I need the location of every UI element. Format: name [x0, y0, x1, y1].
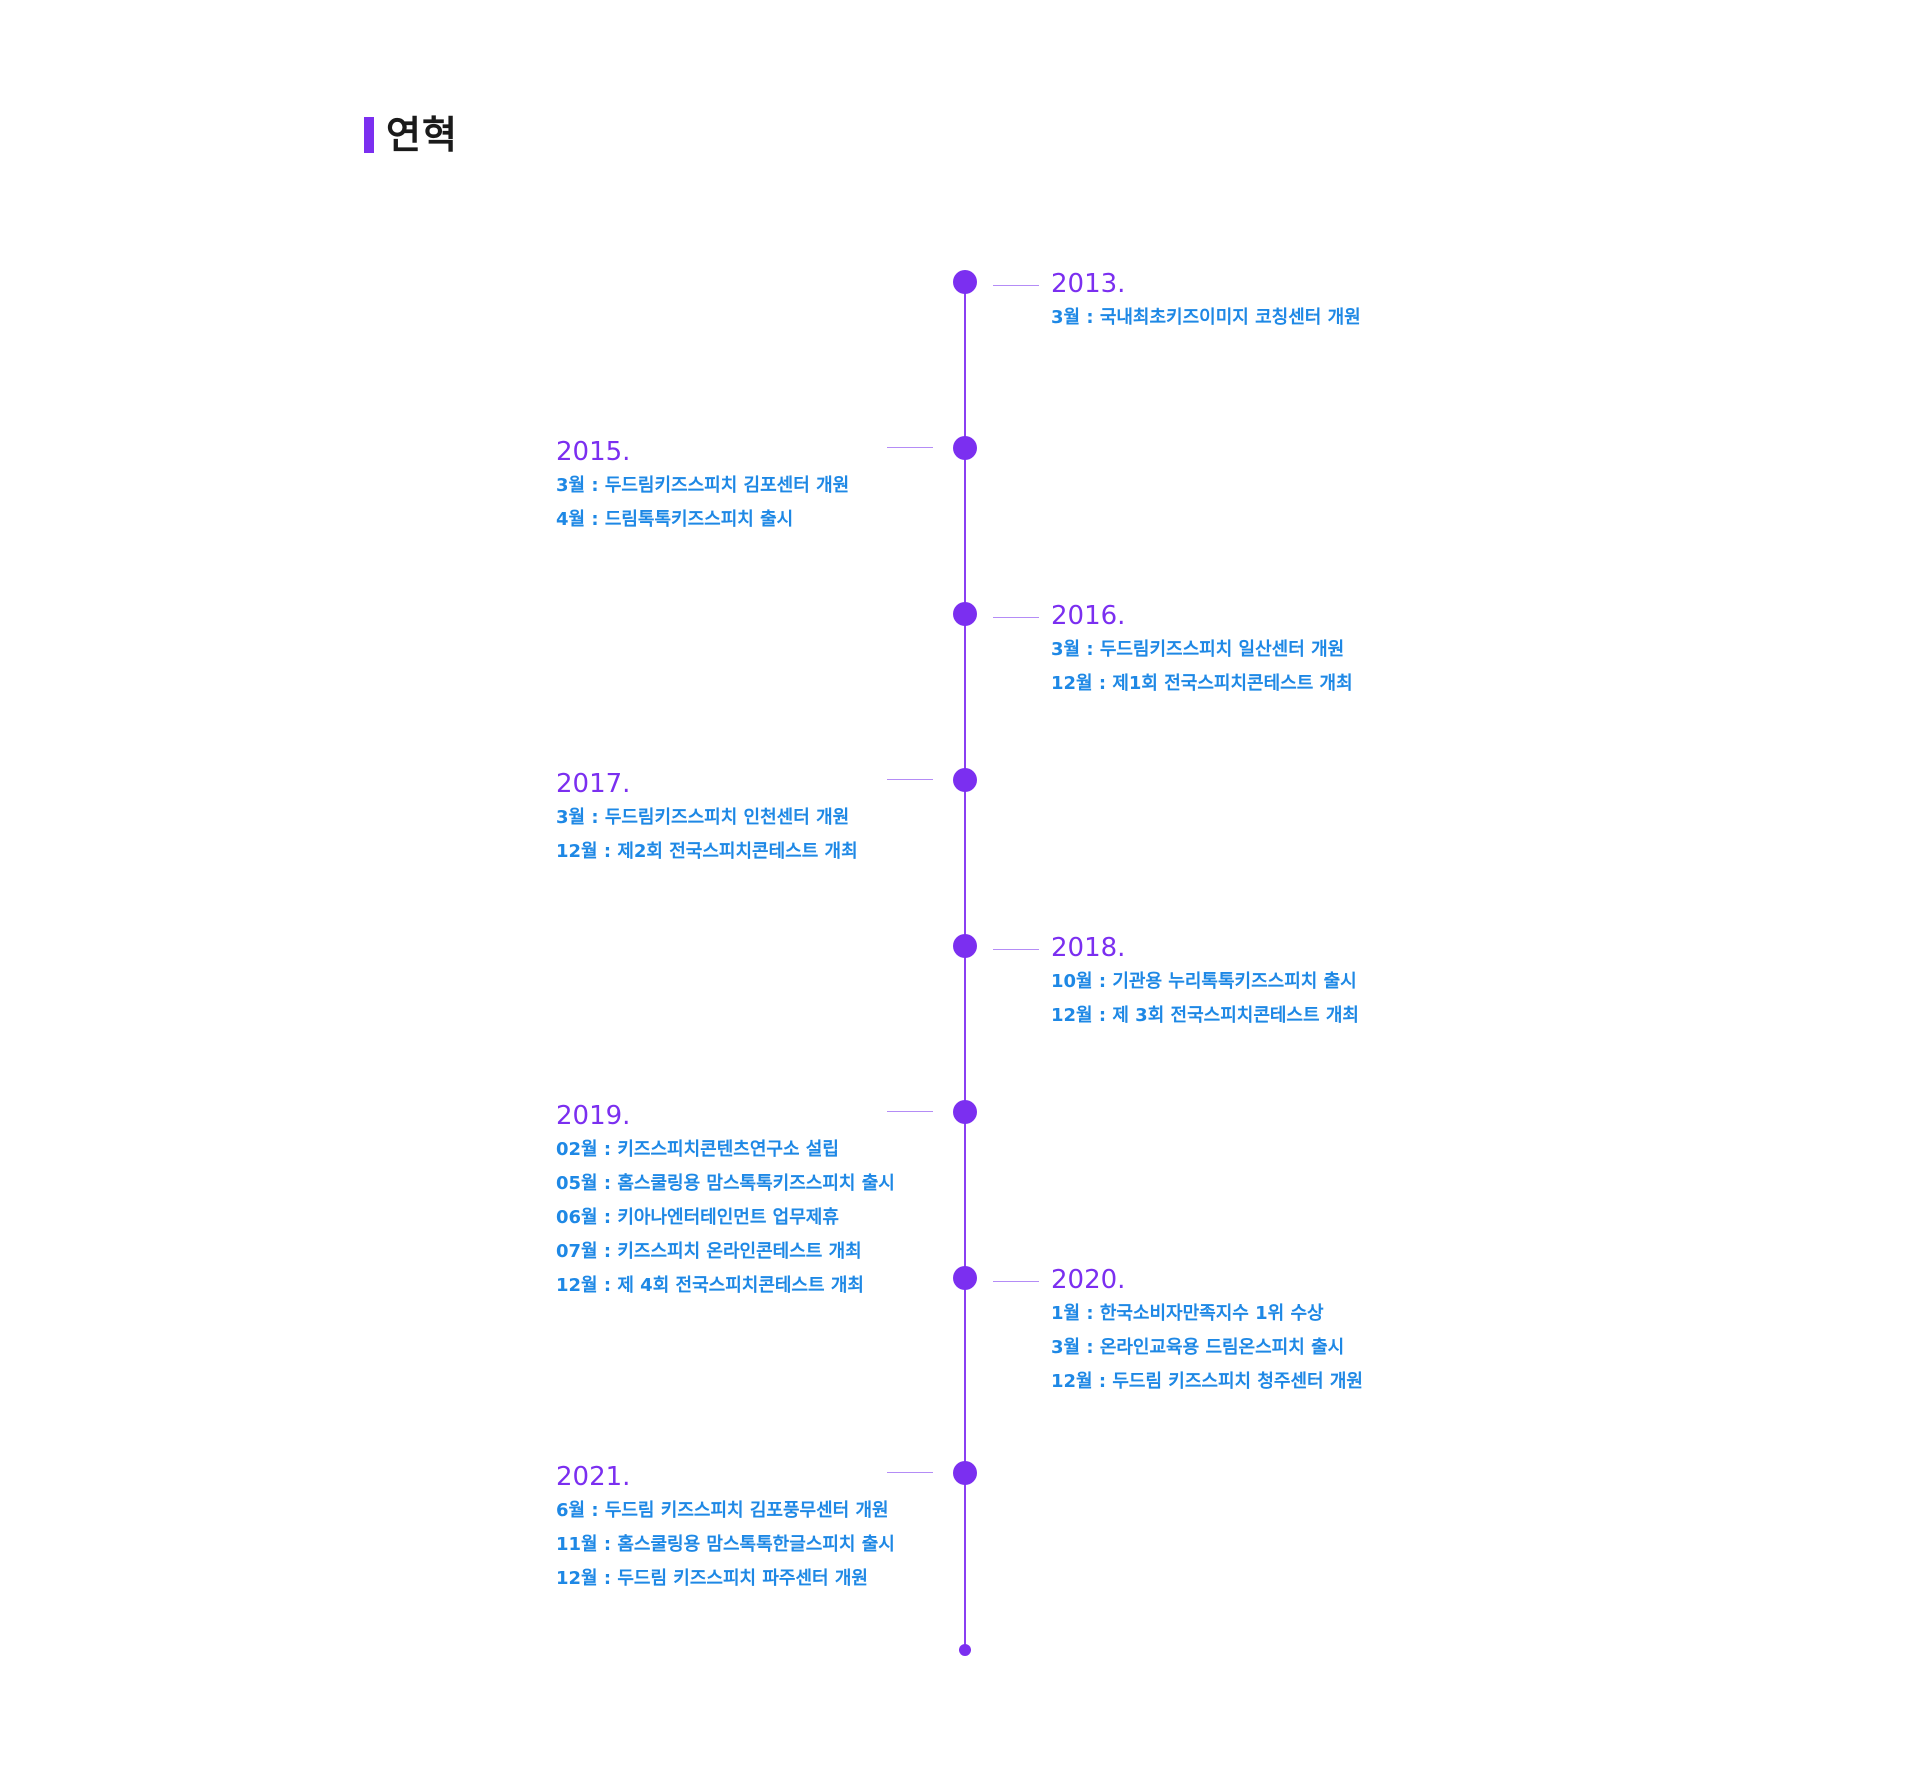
timeline-event: 3월 : 두드림키즈스피치 인천센터 개원 [556, 807, 850, 828]
timeline-node [953, 270, 977, 294]
timeline-connector [993, 285, 1039, 286]
timeline-entry: 2018. 10월 : 기관용 누리톡톡키즈스피치 출시 12월 : 제 3회 전국… [1051, 933, 1359, 1033]
timeline-entry: 2019. 02월 : 키즈스피치콘텐츠연구소 설립 05월 : 홈스쿨링용 맘스톡… [556, 1101, 895, 1303]
timeline-event: 6월 : 두드림 키즈스피치 김포풍무센터 개원 [556, 1500, 889, 1521]
timeline-event: 12월 : 제 3회 전국스피치콘테스트 개최 [1051, 1005, 1359, 1026]
timeline-event: 12월 : 두드림 키즈스피치 청주센터 개원 [1051, 1371, 1363, 1392]
timeline-year: 2016. [1051, 601, 1126, 631]
timeline-node [953, 1461, 977, 1485]
timeline-node [953, 436, 977, 460]
section-heading: 연혁 [364, 112, 458, 158]
timeline-node [953, 934, 977, 958]
timeline-node [953, 768, 977, 792]
timeline-event: 11월 : 홈스쿨링용 맘스톡톡한글스피치 출시 [556, 1534, 895, 1555]
timeline-entry: 2015. 3월 : 두드림키즈스피치 김포센터 개원 4월 : 드림톡톡키즈스피치… [556, 437, 849, 537]
timeline-event: 1월 : 한국소비자만족지수 1위 수상 [1051, 1303, 1324, 1324]
timeline-year: 2015. [556, 437, 631, 467]
timeline-year: 2019. [556, 1101, 631, 1131]
timeline-entry: 2017. 3월 : 두드림키즈스피치 인천센터 개원 12월 : 제2회 전국스피… [556, 769, 858, 869]
timeline-year: 2020. [1051, 1265, 1126, 1295]
timeline-connector [993, 949, 1039, 950]
timeline-axis [964, 282, 966, 1652]
timeline-event: 12월 : 제2회 전국스피치콘테스트 개최 [556, 841, 858, 862]
timeline-node [953, 1100, 977, 1124]
timeline-year: 2017. [556, 769, 631, 799]
timeline-connector [993, 1281, 1039, 1282]
timeline-year: 2021. [556, 1462, 631, 1492]
timeline-node [953, 1266, 977, 1290]
timeline-event: 12월 : 제 4회 전국스피치콘테스트 개최 [556, 1275, 864, 1296]
section-title: 연혁 [386, 113, 458, 157]
timeline-event: 3월 : 국내최초키즈이미지 코칭센터 개원 [1051, 307, 1361, 328]
timeline-connector [887, 779, 933, 780]
timeline-event: 12월 : 두드림 키즈스피치 파주센터 개원 [556, 1568, 868, 1589]
timeline-event: 05월 : 홈스쿨링용 맘스톡톡키즈스피치 출시 [556, 1173, 895, 1194]
timeline-connector [887, 1472, 933, 1473]
timeline-connector [887, 1111, 933, 1112]
timeline-event: 06월 : 키아나엔터테인먼트 업무제휴 [556, 1207, 839, 1228]
timeline-entry: 2013. 3월 : 국내최초키즈이미지 코칭센터 개원 [1051, 269, 1361, 335]
timeline-entry: 2016. 3월 : 두드림키즈스피치 일산센터 개원 12월 : 제1회 전국스피… [1051, 601, 1353, 701]
timeline-connector [887, 447, 933, 448]
timeline-event: 3월 : 두드림키즈스피치 김포센터 개원 [556, 475, 850, 496]
timeline-node [953, 602, 977, 626]
timeline-event: 02월 : 키즈스피치콘텐츠연구소 설립 [556, 1139, 839, 1160]
timeline-entry: 2021. 6월 : 두드림 키즈스피치 김포풍무센터 개원 11월 : 홈스쿨링용… [556, 1462, 895, 1596]
timeline-event: 10월 : 기관용 누리톡톡키즈스피치 출시 [1051, 971, 1357, 992]
heading-accent-bar [364, 117, 374, 153]
timeline-year: 2013. [1051, 269, 1126, 299]
timeline-event: 3월 : 온라인교육용 드림온스피치 출시 [1051, 1337, 1345, 1358]
timeline-event: 4월 : 드림톡톡키즈스피치 출시 [556, 509, 794, 530]
timeline-entry: 2020. 1월 : 한국소비자만족지수 1위 수상 3월 : 온라인교육용 드림온… [1051, 1265, 1363, 1399]
timeline-event: 3월 : 두드림키즈스피치 일산센터 개원 [1051, 639, 1345, 660]
timeline-year: 2018. [1051, 933, 1126, 963]
timeline-end-dot [959, 1644, 971, 1656]
timeline-event: 07월 : 키즈스피치 온라인콘테스트 개최 [556, 1241, 862, 1262]
timeline-event: 12월 : 제1회 전국스피치콘테스트 개최 [1051, 673, 1353, 694]
timeline-connector [993, 617, 1039, 618]
